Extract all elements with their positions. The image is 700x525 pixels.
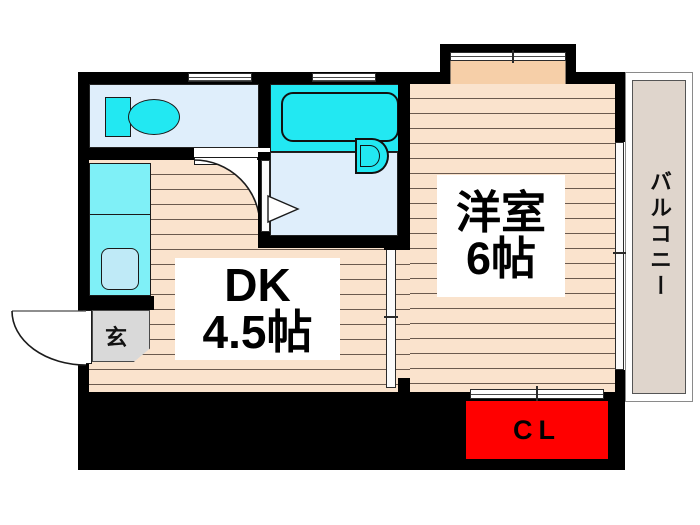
bedroom-label: 洋室 6帖 bbox=[437, 175, 565, 297]
toilet-room-wall-right bbox=[259, 84, 270, 148]
bedroom-bay-window-mullion bbox=[512, 50, 514, 63]
exterior-wall-left-lower bbox=[78, 362, 89, 404]
bath-room-wall-right bbox=[398, 84, 410, 236]
partition-door-mullion bbox=[384, 316, 398, 318]
toilet-window[interactable] bbox=[188, 73, 252, 82]
bath-window[interactable] bbox=[312, 73, 376, 82]
exterior-wall-left bbox=[78, 72, 89, 312]
exterior-wall-bay-left bbox=[440, 44, 450, 80]
bedroom-area: 6帖 bbox=[465, 233, 537, 284]
dk-name: DK bbox=[224, 259, 291, 312]
closet-area: CL bbox=[466, 401, 608, 459]
exterior-wall-top-right-seg2 bbox=[566, 72, 625, 84]
closet-door-mullion bbox=[536, 386, 538, 401]
dk-area: 4.5帖 bbox=[202, 306, 313, 358]
genkan-label: 玄 bbox=[104, 325, 127, 350]
exterior-wall-top-right-seg bbox=[410, 72, 450, 84]
kitchen-base-wall bbox=[78, 296, 154, 310]
bedroom-bay-window[interactable] bbox=[450, 52, 566, 61]
toilet-bowl bbox=[128, 99, 180, 135]
dk-label: DK 4.5帖 bbox=[175, 258, 340, 360]
balcony-label: バルコニー bbox=[647, 170, 672, 300]
genkan-area bbox=[92, 310, 150, 362]
kitchen-sink-fixture bbox=[101, 248, 139, 290]
balcony-sliding-door[interactable] bbox=[615, 142, 624, 370]
bath-room-wall-bottom bbox=[258, 236, 410, 248]
washbasin-inner bbox=[360, 145, 380, 167]
balcony-door-mullion bbox=[613, 252, 626, 254]
bathtub bbox=[281, 92, 399, 142]
exterior-wall-right-upper bbox=[613, 72, 625, 142]
toilet-door-swing-arc bbox=[193, 159, 261, 227]
entrance-door-swing-arc bbox=[11, 310, 87, 366]
kitchen-counter bbox=[89, 163, 151, 215]
balcony-area bbox=[632, 80, 686, 394]
dk-bedroom-sliding-door[interactable] bbox=[386, 248, 396, 388]
partition-wall-upper bbox=[384, 236, 410, 250]
bedroom-name: 洋室 bbox=[455, 187, 546, 239]
bath-door-direction-marker bbox=[267, 194, 300, 224]
exterior-wall-bay-right bbox=[566, 44, 576, 80]
toilet-room-wall-bottom bbox=[78, 148, 194, 160]
exterior-wall-bedroom-top bbox=[440, 44, 576, 54]
wall-nub-bedroom-bottom-left bbox=[398, 378, 410, 392]
